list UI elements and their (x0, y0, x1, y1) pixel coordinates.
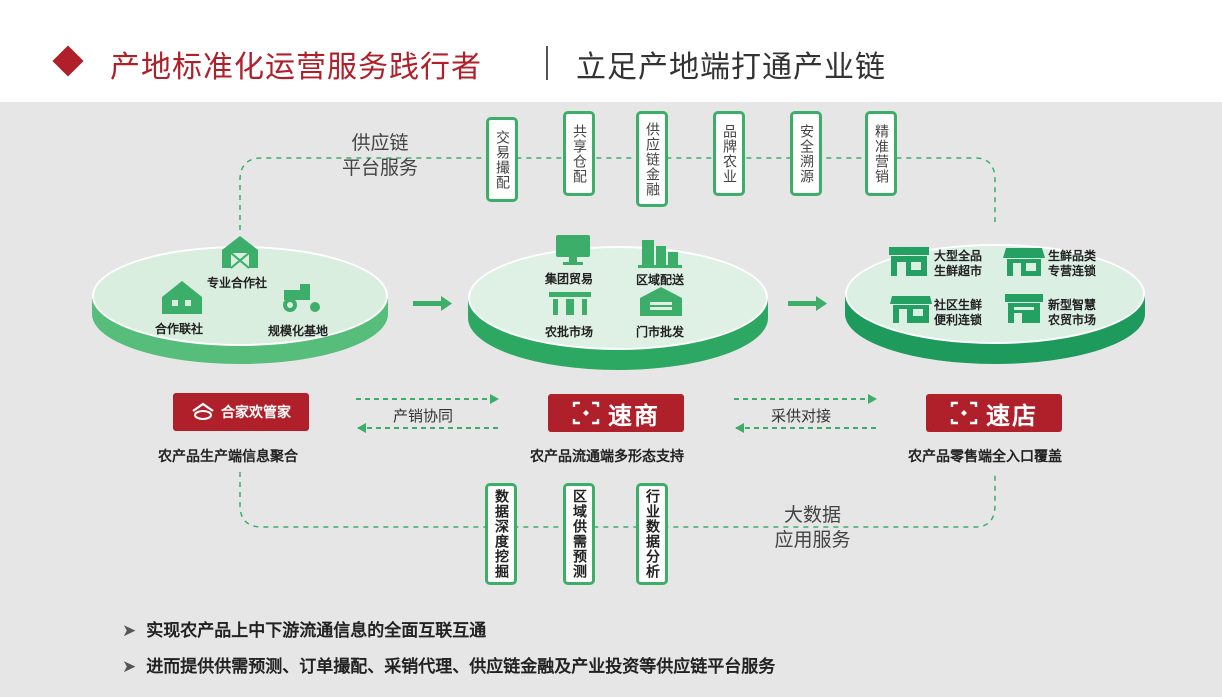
service-label: 共享仓配 (571, 123, 587, 184)
flow-label-procurement: 采供对接 (771, 407, 832, 425)
chevron-right-icon: ➤ (122, 621, 137, 641)
service-label: 品牌农业 (721, 123, 737, 184)
service-box-trade: 交易撮配 (486, 117, 518, 202)
service-box-traceability: 安全溯源 (790, 111, 822, 196)
retail-item-community: 社区生鲜 便利连锁 (934, 298, 982, 328)
data-box-mining: 数据深度挖掘 (485, 483, 517, 585)
circulation-item-regional-delivery: 区域配送 (636, 273, 685, 287)
brand-name: 速店 (986, 401, 1038, 430)
brand-logo-sushang: 速商 (548, 394, 684, 432)
chevron-right-icon: ➤ (122, 657, 137, 677)
supply-chain-label-line1: 供应链 (351, 132, 409, 154)
big-data-label-line1: 大数据 (783, 504, 841, 526)
big-data-label: 大数据 应用服务 (760, 503, 865, 553)
retail-item-line: 便利连锁 (934, 313, 983, 327)
retail-item-line: 新型智慧 (1048, 298, 1097, 312)
brand-logo-hejiahuan: 合家欢管家 (173, 393, 309, 431)
service-box-marketing: 精准营销 (865, 111, 897, 196)
header: 产地标准化运营服务践行者 立足产地端打通产业链 (0, 0, 1222, 102)
supply-chain-label-line2: 平台服务 (341, 157, 418, 179)
big-data-label-line2: 应用服务 (774, 529, 851, 551)
circulation-disc (468, 246, 768, 370)
retail-item-specialty-chain: 生鲜品类 专营连锁 (1048, 249, 1096, 279)
data-box-analysis: 行业数据分析 (636, 483, 668, 585)
barn-icon (222, 236, 258, 269)
retail-item-line: 专营连锁 (1048, 264, 1097, 278)
production-item-cooperative: 专业合作社 (207, 276, 268, 290)
supermarket-icon (889, 247, 929, 276)
title-separator (546, 46, 548, 80)
retail-item-line: 生鲜品类 (1048, 249, 1097, 263)
bullet-text: 进而提供供需预测、订单撮配、采销代理、供应链金融及产业投资等供应链平台服务 (146, 657, 776, 677)
retail-item-line: 社区生鲜 (934, 298, 983, 312)
bracket-logo-icon (572, 401, 600, 425)
circulation-item-store-wholesale: 门市批发 (636, 325, 685, 339)
brand-name: 速商 (608, 401, 660, 430)
market-icon (549, 292, 591, 315)
supply-chain-loop (239, 157, 996, 230)
warehouse-icon (640, 287, 682, 316)
circulation-item-group-trade: 集团贸易 (545, 272, 594, 286)
data-service-label: 数据深度挖掘 (493, 489, 509, 579)
shop-icon (1003, 248, 1045, 276)
retail-item-smart-market: 新型智慧 农贸市场 (1048, 298, 1096, 328)
bullet-item-1: ➤ 实现农产品上中下游流通信息的全面互联互通 (122, 616, 486, 641)
service-box-finance: 供应链金融 (636, 111, 668, 207)
production-item-base: 规模化基地 (268, 324, 329, 338)
caption-circulation: 农产品流通端多形态支持 (530, 449, 684, 465)
retail-item-line: 生鲜超市 (934, 264, 983, 278)
service-box-warehouse: 共享仓配 (563, 111, 595, 196)
house-logo-icon (192, 402, 214, 420)
service-label: 安全溯源 (798, 123, 814, 184)
caption-retail: 农产品零售端全入口覆盖 (908, 449, 1062, 465)
bullet-item-2: ➤ 进而提供供需预测、订单撮配、采销代理、供应链金融及产业投资等供应链平台服务 (122, 652, 775, 677)
service-label: 交易撮配 (494, 129, 510, 190)
caption-production: 农产品生产端信息聚合 (158, 449, 298, 465)
tractor-icon (283, 284, 320, 312)
page-subtitle: 立足产地端打通产业链 (576, 50, 886, 85)
brand-name: 合家欢管家 (221, 405, 291, 421)
big-data-loop (239, 472, 996, 528)
flow-label-production-sales: 产销协同 (393, 407, 454, 425)
data-service-label: 行业数据分析 (644, 489, 660, 579)
community-store-icon (890, 296, 932, 323)
stage-arrow-2 (788, 296, 827, 311)
retail-item-supermarket: 大型全品 生鲜超市 (934, 249, 982, 279)
building-icon (638, 240, 682, 268)
monitor-icon (556, 235, 590, 265)
service-label: 精准营销 (873, 123, 889, 184)
bullet-text: 实现农产品上中下游流通信息的全面互联互通 (146, 621, 487, 641)
brand-logo-sudian: 速店 (926, 394, 1062, 432)
data-box-forecast: 区域供需预测 (563, 483, 595, 585)
data-service-label: 区域供需预测 (571, 489, 587, 579)
retail-item-line: 农贸市场 (1048, 313, 1097, 327)
bracket-logo-icon (950, 401, 978, 425)
retail-item-line: 大型全品 (934, 249, 983, 263)
smart-market-icon (1005, 294, 1043, 323)
page-title: 产地标准化运营服务践行者 (110, 50, 482, 85)
stage-arrow-1 (413, 296, 452, 311)
house-icon (162, 281, 202, 314)
service-box-brand: 品牌农业 (713, 111, 745, 196)
service-label: 供应链金融 (644, 121, 660, 197)
supply-chain-label: 供应链 平台服务 (330, 131, 430, 181)
production-item-federation: 合作联社 (155, 322, 204, 336)
circulation-item-wholesale-market: 农批市场 (545, 325, 594, 339)
